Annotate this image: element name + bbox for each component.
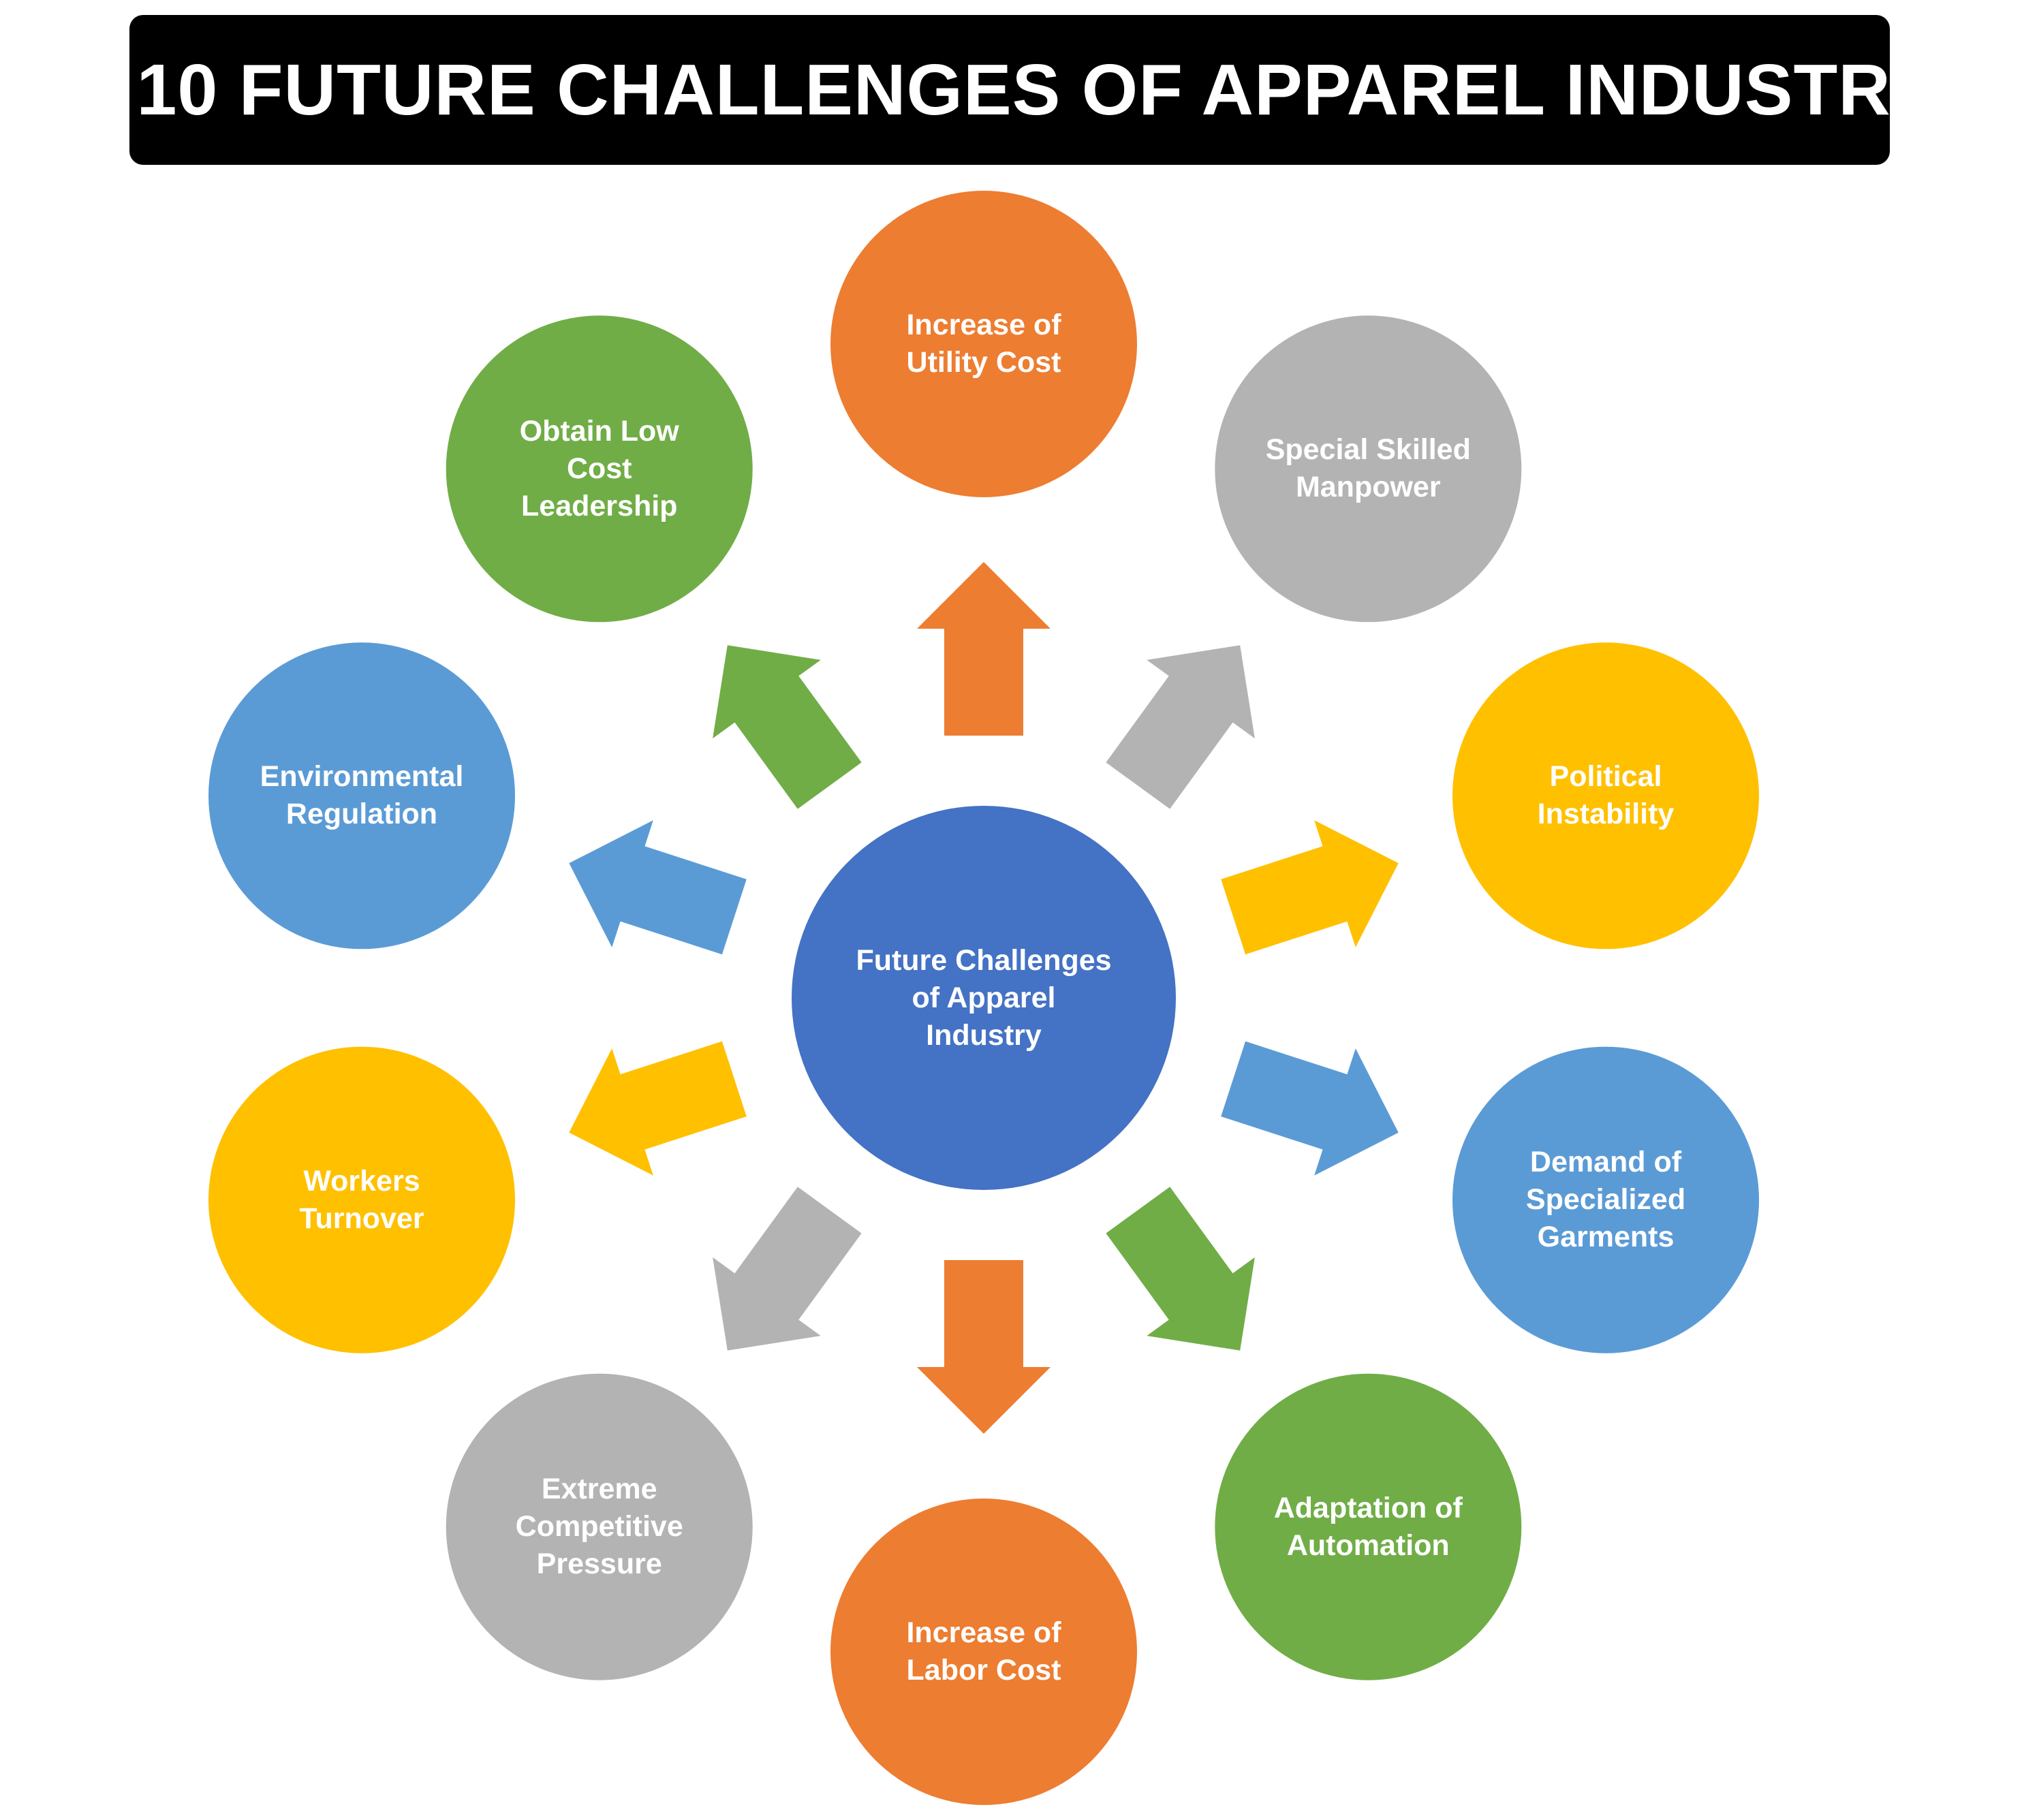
arrow-political-instability [1221,820,1399,955]
arrow-environmental-regulation [569,820,747,955]
circle-competitive-pressure [446,1373,753,1680]
circle-utility-cost [830,191,1137,497]
arrow-low-cost-leadership [713,645,862,809]
circle-environmental-regulation [208,642,515,950]
center-circle [792,806,1176,1190]
arrow-skilled-manpower [1106,645,1255,809]
circle-labor-cost [830,1499,1137,1805]
circle-specialized-garments [1452,1046,1759,1353]
circle-skilled-manpower [1215,315,1522,623]
circle-low-cost-leadership [446,315,753,623]
arrow-workers-turnover [569,1041,747,1176]
circle-automation [1215,1373,1522,1680]
title-banner: 10 FUTURE CHALLENGES OF APPAREL INDUSTRY [129,15,1937,165]
arrow-labor-cost [917,1260,1051,1434]
arrow-specialized-garments [1221,1041,1399,1176]
arrow-automation [1106,1187,1255,1351]
circle-political-instability [1452,642,1759,950]
circle-workers-turnover [208,1046,515,1353]
page-title: 10 FUTURE CHALLENGES OF APPAREL INDUSTRY [136,49,1938,130]
arrow-utility-cost [917,562,1051,736]
arrow-competitive-pressure [713,1187,862,1351]
